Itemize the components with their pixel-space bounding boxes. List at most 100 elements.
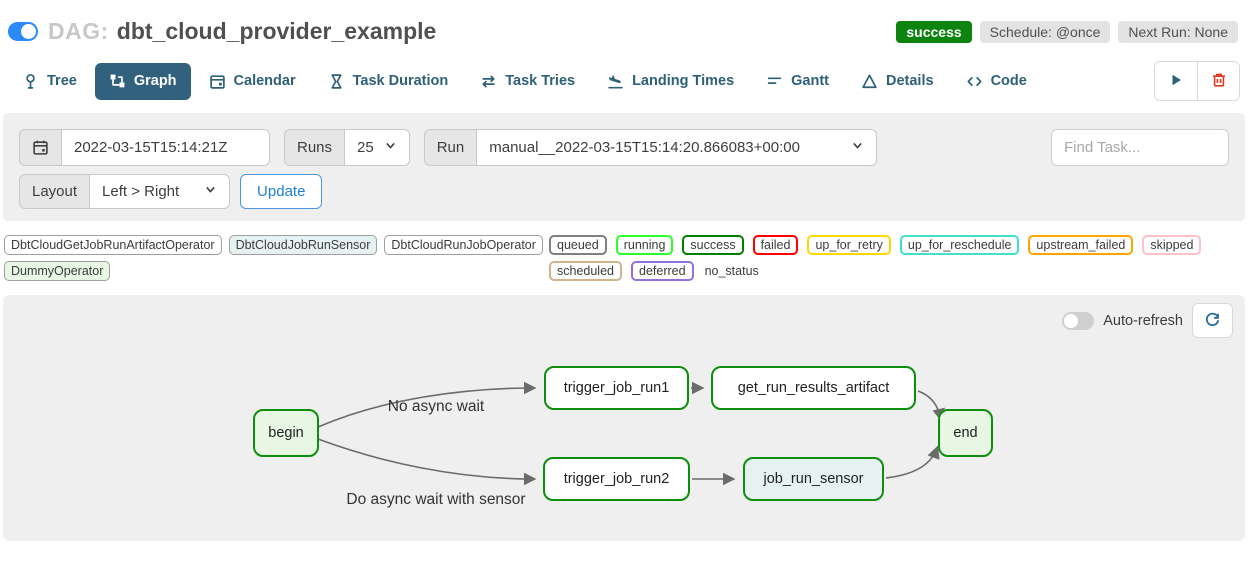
status-filter-up_for_retry[interactable]: up_for_retry (807, 235, 891, 255)
task-node-get_run_results_artifact[interactable]: get_run_results_artifact (711, 366, 916, 410)
tab-details[interactable]: Details (847, 63, 948, 100)
trash-icon (1211, 72, 1227, 91)
tree-icon (22, 73, 39, 90)
tab-calendar[interactable]: Calendar (195, 63, 310, 100)
edge-label: Do async wait with sensor (346, 491, 526, 508)
layout-select[interactable]: Left > Right (90, 174, 231, 209)
auto-refresh-control: Auto-refresh (1062, 303, 1233, 338)
tab-label: Task Tries (505, 73, 576, 89)
tab-graph[interactable]: Graph (94, 62, 191, 100)
chevron-down-icon (204, 183, 217, 200)
tab-label: Landing Times (632, 73, 735, 89)
operator-badge: DbtCloudRunJobOperator (384, 235, 543, 255)
num-runs-value: 25 (357, 139, 374, 156)
next-run-badge: Next Run: None (1118, 20, 1238, 43)
tab-label: Code (990, 73, 1027, 89)
filter-row-2: Layout Left > Right Update (19, 174, 1229, 209)
operator-badge: DummyOperator (4, 261, 111, 281)
status-filter-upstream_failed[interactable]: upstream_failed (1028, 235, 1134, 255)
toggle-knob (1064, 313, 1079, 328)
trigger-dag-button[interactable] (1155, 62, 1197, 100)
status-filter-running[interactable]: running (615, 235, 674, 255)
tab-landing-times[interactable]: Landing Times (593, 63, 748, 100)
refresh-button[interactable] (1192, 303, 1233, 338)
tab-label: Tree (47, 73, 77, 89)
find-task-input[interactable] (1051, 129, 1229, 166)
status-filter-deferred[interactable]: deferred (631, 261, 694, 281)
base-date-input[interactable] (62, 129, 270, 166)
tab-label: Details (886, 73, 934, 89)
run-select-value: manual__2022-03-15T15:14:20.866083+00:00 (489, 139, 800, 156)
num-runs-select[interactable]: 25 (345, 129, 410, 166)
graph-icon (109, 73, 126, 90)
tab-label: Gantt (791, 73, 829, 89)
refresh-icon (1204, 311, 1221, 331)
layout-select-value: Left > Right (102, 183, 180, 200)
toggle-knob (21, 24, 36, 39)
hourglass-icon (328, 73, 345, 90)
status-filter-queued[interactable]: queued (549, 235, 607, 255)
tab-label: Task Duration (352, 73, 449, 89)
operator-legend: DbtCloudGetJobRunArtifactOperator DbtClou… (4, 235, 549, 281)
auto-refresh-toggle[interactable] (1062, 311, 1095, 330)
status-filter-scheduled[interactable]: scheduled (549, 261, 622, 281)
gantt-icon (766, 73, 783, 90)
status-filter-failed[interactable]: failed (752, 235, 799, 255)
task-node-job_run_sensor[interactable]: job_run_sensor (743, 457, 884, 501)
tab-tree[interactable]: Tree (8, 63, 91, 100)
dag-edge (317, 438, 537, 486)
dag-action-buttons (1154, 61, 1240, 101)
operator-badge: DbtCloudJobRunSensor (228, 235, 378, 255)
status-filter-skipped[interactable]: skipped (1142, 235, 1202, 255)
task-node-begin[interactable]: begin (253, 409, 319, 457)
tab-task-tries[interactable]: Task Tries (466, 63, 589, 100)
run-select[interactable]: manual__2022-03-15T15:14:20.866083+00:00 (477, 129, 878, 166)
chevron-down-icon (384, 139, 397, 156)
filter-row-1: Runs 25 Run manual__2022-03-15T15:14:20.… (19, 129, 1229, 166)
run-addon-label: Run (423, 129, 478, 166)
header-badges: success Schedule: @once Next Run: None (896, 20, 1240, 43)
layout-addon-label: Layout (19, 174, 91, 209)
view-tabbar: Tree Graph Calendar Task Duration Task Tries… (0, 55, 1248, 105)
tab-task-duration[interactable]: Task Duration (314, 63, 463, 100)
dag-header: DAG: dbt_cloud_provider_example success … (0, 0, 1248, 55)
update-button[interactable]: Update (240, 174, 323, 209)
page-title: dbt_cloud_provider_example (116, 18, 437, 44)
run-group: Run manual__2022-03-15T15:14:20.866083+0… (423, 129, 878, 166)
legend: DbtCloudGetJobRunArtifactOperator DbtClou… (0, 221, 1248, 287)
delete-dag-button[interactable] (1197, 62, 1239, 100)
repeat-icon (480, 73, 497, 90)
code-icon (966, 73, 983, 90)
status-filter-up_for_reschedule[interactable]: up_for_reschedule (899, 235, 1020, 255)
play-icon (1168, 72, 1184, 91)
base-date-group (19, 129, 270, 166)
tab-label: Calendar (233, 73, 296, 89)
tab-label: Graph (133, 73, 177, 89)
view-tabs: Tree Graph Calendar Task Duration Task Tries… (8, 62, 1041, 100)
runs-addon-label: Runs (284, 129, 346, 166)
dag-prefix-label: DAG: (48, 18, 109, 44)
details-icon (861, 73, 878, 90)
calendar-icon (209, 73, 226, 90)
status-badge: success (896, 20, 972, 43)
operator-badge: DbtCloudGetJobRunArtifactOperator (4, 235, 222, 255)
status-legend: queued running success failed up_for_retry up… (549, 235, 1244, 281)
filter-panel: Runs 25 Run manual__2022-03-15T15:14:20.… (3, 113, 1245, 221)
dag-pause-toggle[interactable] (8, 22, 38, 41)
status-filter-no_status[interactable]: no_status (704, 264, 759, 278)
dag-edge (317, 381, 537, 428)
tab-code[interactable]: Code (952, 63, 1041, 100)
task-node-trigger_job_run1[interactable]: trigger_job_run1 (544, 366, 689, 410)
plane-landing-icon (607, 73, 624, 90)
layout-group: Layout Left > Right (19, 174, 231, 209)
status-filter-success[interactable]: success (682, 235, 744, 255)
auto-refresh-label: Auto-refresh (1103, 312, 1183, 329)
task-node-end[interactable]: end (938, 409, 993, 457)
calendar-addon-icon (19, 129, 62, 166)
task-node-trigger_job_run2[interactable]: trigger_job_run2 (543, 457, 690, 501)
num-runs-group: Runs 25 (284, 129, 410, 166)
dag-edges (317, 381, 945, 486)
edge-label: No async wait (387, 398, 485, 415)
tab-gantt[interactable]: Gantt (752, 63, 843, 100)
schedule-badge: Schedule: @once (979, 20, 1111, 43)
